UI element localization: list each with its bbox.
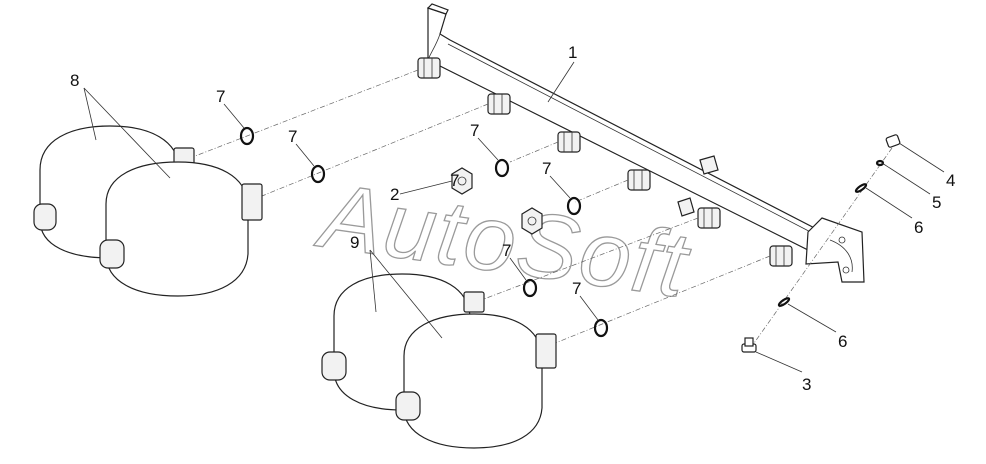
manifold-pipe <box>426 3 865 283</box>
callout-7-e: 7 <box>450 171 459 190</box>
pipe-fitting-6 <box>769 245 793 267</box>
callout-4: 4 <box>946 171 955 190</box>
callout-2: 2 <box>390 185 399 204</box>
tank-9-front <box>395 313 557 449</box>
pipe-fitting-4 <box>627 169 651 191</box>
o-ring-f <box>593 318 609 338</box>
callout-3: 3 <box>802 375 811 394</box>
callout-1: 1 <box>568 43 577 62</box>
pipe-fitting-5 <box>697 207 721 229</box>
o-ring-d <box>566 196 582 216</box>
seal-part-6-lower <box>777 297 791 307</box>
hex-plug-b <box>521 207 543 235</box>
callout-7-a: 7 <box>216 87 225 106</box>
callout-7-f: 7 <box>502 241 511 260</box>
hex-plug-a <box>451 167 473 195</box>
o-ring-b <box>310 164 326 184</box>
callout-8: 8 <box>70 71 79 90</box>
callout-7-c: 7 <box>470 121 479 140</box>
pipe-fitting-2 <box>487 93 511 115</box>
cap-part-4 <box>885 134 901 148</box>
o-ring-c <box>494 158 510 178</box>
o-ring-e <box>522 278 538 298</box>
pipe-fitting-3 <box>557 131 581 153</box>
callout-7-b: 7 <box>288 127 297 146</box>
bolt-part-3 <box>741 337 757 353</box>
callout-6-upper: 6 <box>914 218 923 237</box>
washer-part-5 <box>875 159 885 167</box>
callout-7-g: 7 <box>572 279 581 298</box>
callout-5: 5 <box>932 193 941 212</box>
seal-part-6-upper <box>854 183 868 193</box>
o-ring-a <box>239 126 255 146</box>
callout-7-d: 7 <box>542 159 551 178</box>
tank-8-front <box>99 161 263 297</box>
callout-6-lower: 6 <box>838 332 847 351</box>
pipe-fitting-1 <box>417 57 441 79</box>
callout-9: 9 <box>350 233 359 252</box>
